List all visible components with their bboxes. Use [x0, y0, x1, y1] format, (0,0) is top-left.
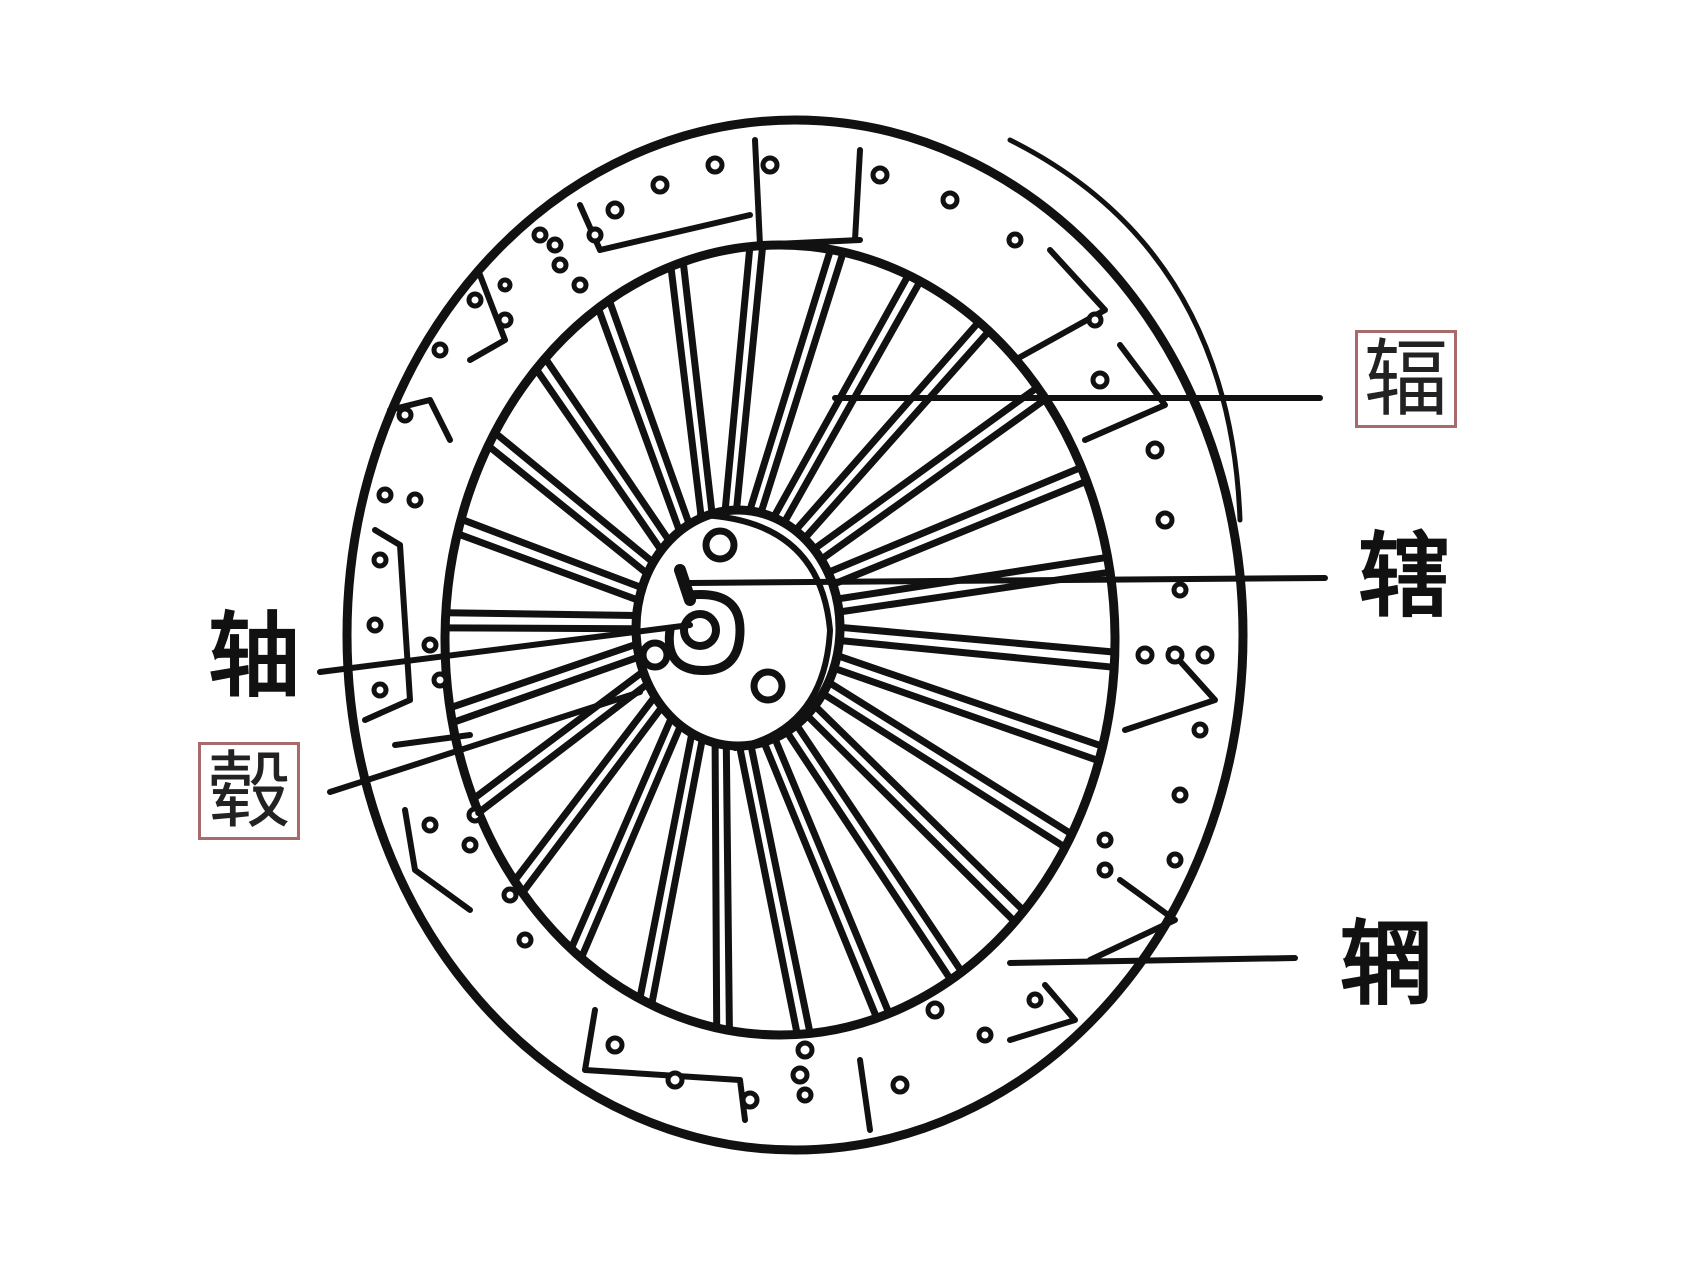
spoke-edge: [792, 721, 966, 976]
leader-lines: [317, 395, 1328, 966]
label-rim: 辋: [1340, 910, 1433, 1018]
spoke-edge: [810, 383, 1041, 553]
spoke-edge: [442, 609, 641, 619]
spoke-edge: [836, 623, 1119, 656]
spoke-edge: [830, 664, 1103, 765]
label-axle: 轴: [208, 602, 301, 710]
spoke-edge: [448, 653, 643, 727]
spoke-edge: [577, 722, 685, 962]
spoke-edge: [747, 741, 814, 1037]
spokes: [441, 242, 1119, 1038]
spoke-edge: [475, 680, 652, 817]
spoke-edge: [721, 243, 754, 515]
spoke-edge: [541, 354, 673, 545]
spoke-edge: [441, 624, 640, 633]
axle-end: [664, 564, 745, 675]
spoke-edge: [484, 442, 651, 578]
spoke-edge: [757, 248, 847, 517]
leader-rim: [1007, 955, 1298, 966]
rim-segment-joints: [362, 137, 1218, 1133]
spoke-edge: [835, 637, 1118, 671]
leader-axle: [317, 622, 693, 675]
spoke-edge: [453, 530, 643, 604]
rim-rivets: [366, 155, 1215, 1110]
spoke-edge: [532, 365, 665, 554]
leader-linchpin: [687, 575, 1328, 586]
spoke-edge: [746, 246, 835, 515]
spoke-edge: [711, 739, 721, 1032]
spoke-edge: [605, 296, 693, 528]
spoke-edge: [824, 463, 1085, 576]
spoke-edge: [736, 742, 801, 1038]
spoke-edge: [825, 678, 1076, 838]
spoke-edge: [519, 703, 666, 897]
spoke-edge: [457, 515, 646, 592]
spoke-edge: [811, 702, 1028, 915]
spoke-edge: [636, 729, 696, 1003]
spoke-edge: [722, 741, 733, 1034]
spoke-edge: [733, 242, 767, 514]
spoke-edge: [771, 734, 893, 1017]
spoke-edge: [791, 318, 983, 534]
rim-outer: [342, 115, 1248, 1155]
label-hub: 毂: [198, 742, 301, 840]
label-spoke: 辐: [1355, 330, 1458, 428]
spoke-edge: [829, 477, 1091, 588]
spoke-edge: [803, 711, 1019, 926]
spoke-edge: [446, 640, 641, 712]
label-linchpin: 辖: [1358, 522, 1451, 630]
spoke-edge: [511, 693, 659, 885]
spoke-edge: [833, 652, 1107, 750]
spoke-edge: [801, 327, 993, 542]
spoke-edge: [679, 258, 716, 518]
spoke-edge: [819, 690, 1069, 851]
spoke-edge: [469, 668, 647, 803]
spoke-edge: [817, 395, 1049, 563]
leader-hub: [327, 689, 643, 795]
spoke-edge: [567, 714, 675, 953]
spoke-edge: [783, 728, 955, 984]
spoke-edge: [760, 738, 881, 1022]
spoke-edge: [648, 735, 706, 1009]
spoke-edge: [491, 429, 657, 566]
spoke-edge: [594, 304, 684, 535]
spoke-edge: [667, 263, 705, 522]
spoke-edge: [780, 277, 924, 527]
